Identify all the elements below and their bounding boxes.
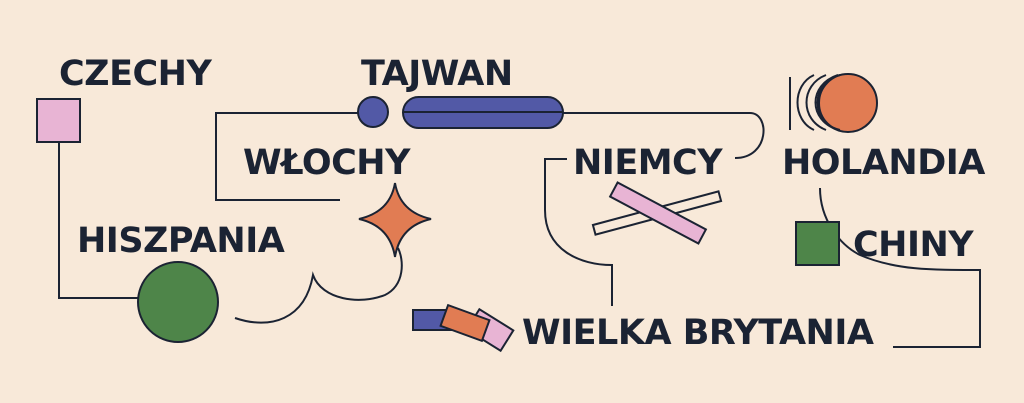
line-wlochy-tajwan	[215, 112, 358, 201]
stacked-rectangles-icon	[412, 303, 515, 353]
crossed-bars-icon	[591, 181, 723, 245]
green-circle-icon	[137, 261, 219, 343]
arcs-circle-icon	[789, 73, 878, 133]
green-square-icon	[795, 221, 840, 266]
country-label-niemcy: NIEMCY	[573, 143, 723, 183]
country-label-chiny: CHINY	[853, 225, 974, 265]
country-label-wlochy: WŁOCHY	[243, 143, 410, 183]
line-czechy-hiszpania	[58, 143, 140, 299]
country-label-czechy: CZECHY	[59, 54, 212, 94]
pink-square-icon	[36, 98, 81, 143]
orange-star-icon	[358, 182, 432, 258]
country-label-tajwan: TAJWAN	[361, 54, 513, 94]
line-tajwan-niemcy	[563, 112, 765, 159]
line-holandia-chiny	[819, 187, 981, 348]
line-niemcy-wielka-brytania	[544, 158, 613, 306]
blue-circle-icon	[357, 96, 389, 128]
connector-lines	[58, 112, 981, 348]
country-label-holandia: HOLANDIA	[782, 143, 985, 183]
country-label-wielka-brytania: WIELKA BRYTANIA	[522, 313, 874, 353]
country-label-hiszpania: HISZPANIA	[77, 221, 285, 261]
line-hiszpania-wlochy	[234, 247, 403, 324]
